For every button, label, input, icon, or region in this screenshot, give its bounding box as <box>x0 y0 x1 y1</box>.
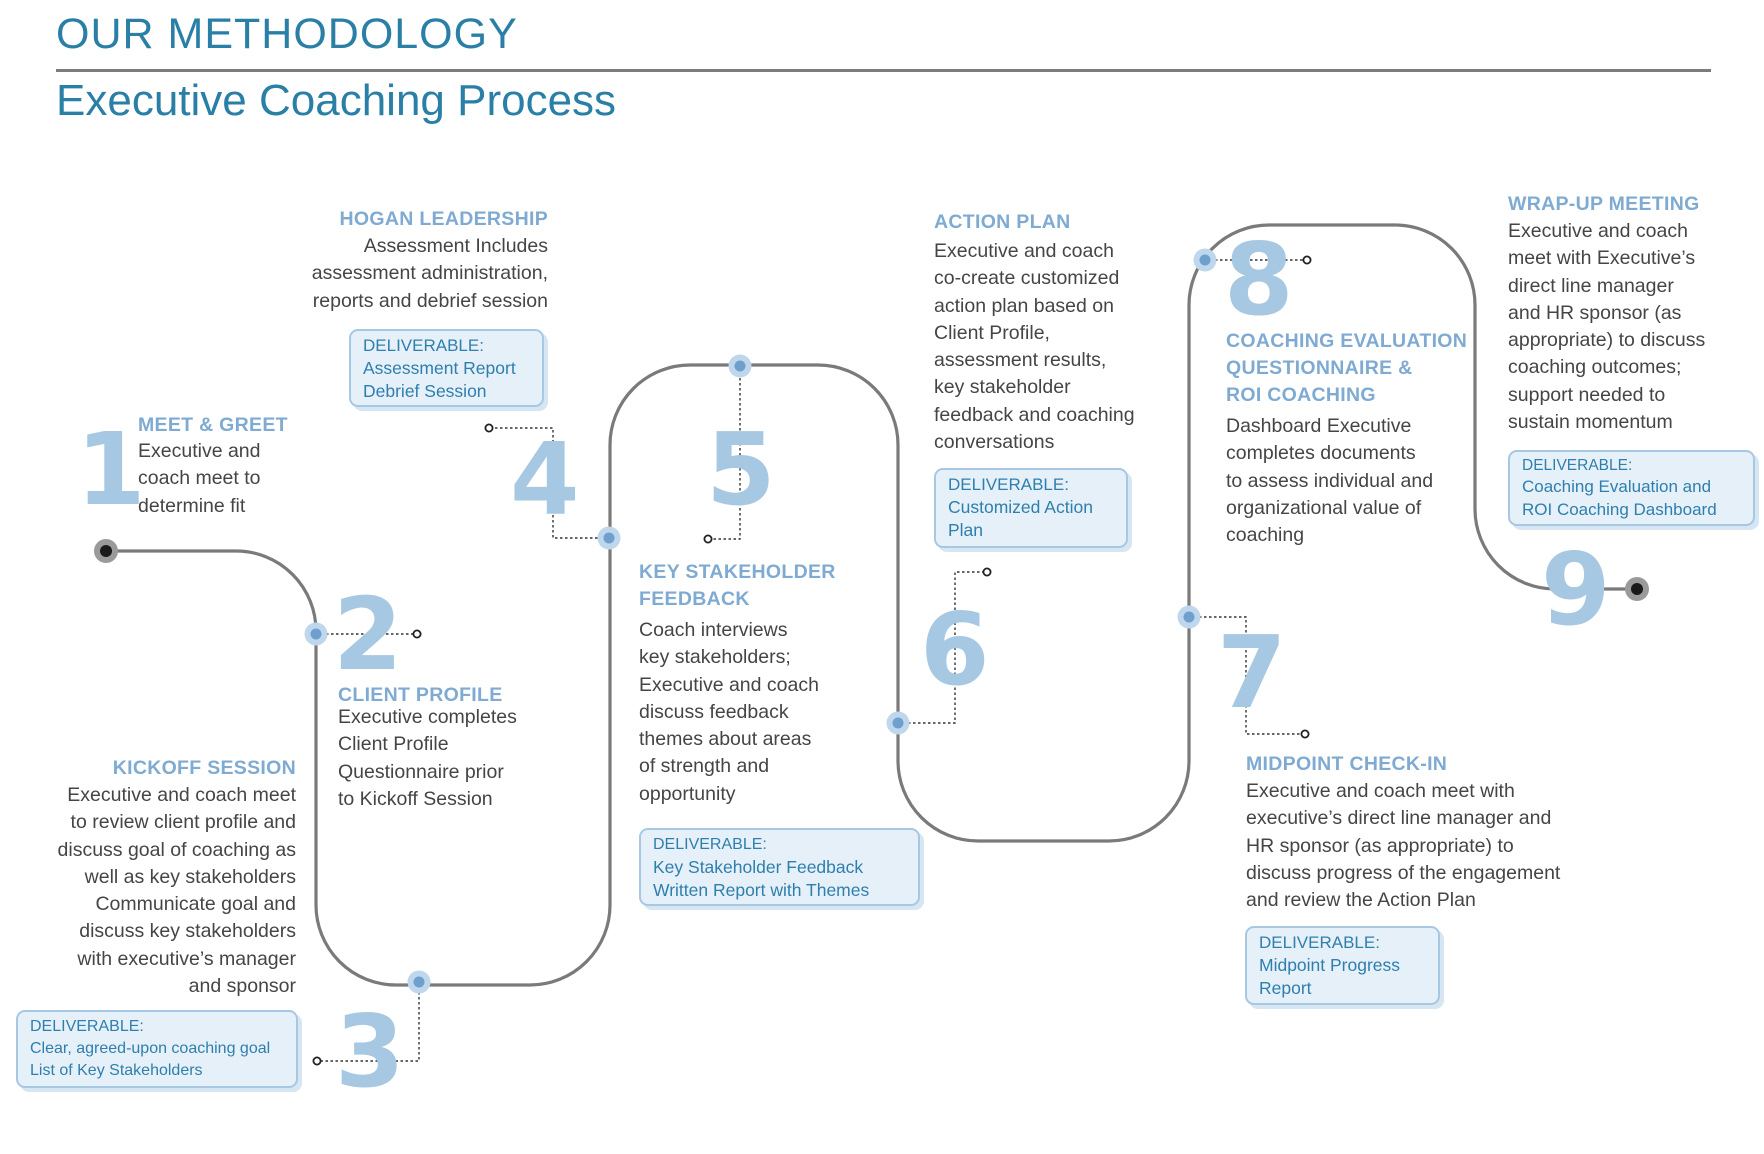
step-8-number: 8 <box>1224 221 1294 338</box>
step-6-deliverable-label: DELIVERABLE: <box>948 475 1069 494</box>
step-3-description: Executive and coach meet to review clien… <box>57 784 296 998</box>
connector-end-8 <box>1302 255 1312 265</box>
step-4-description: Assessment Includes assessment administr… <box>311 235 548 312</box>
step-9-number: 9 <box>1541 531 1611 648</box>
step-4-deliverable: DELIVERABLE: Assessment Report Debrief S… <box>349 329 544 407</box>
node-8 <box>1193 248 1217 272</box>
step-5-title: KEY STAKEHOLDER FEEDBACK <box>639 561 836 610</box>
connector-end-6 <box>982 567 992 577</box>
step-3-deliverable-label: DELIVERABLE: <box>30 1018 144 1035</box>
step-4-title: HOGAN LEADERSHIP <box>339 208 548 230</box>
step-9-deliverable-text: Coaching Evaluation and ROI Coaching Das… <box>1522 477 1717 519</box>
connector-lines <box>316 259 1306 1062</box>
node-3 <box>407 970 431 994</box>
connector-5 <box>709 368 741 540</box>
step-1-title: MEET & GREET <box>138 414 288 436</box>
step-7-description: Executive and coach meet with executive’… <box>1246 780 1561 912</box>
step-9-description: Executive and coach meet with Executive’… <box>1508 220 1706 434</box>
start-node <box>94 539 118 563</box>
connector-7 <box>1189 616 1304 735</box>
step-2-title: CLIENT PROFILE <box>338 684 503 706</box>
step-6-title: ACTION PLAN <box>934 211 1071 233</box>
step-4-deliverable-label: DELIVERABLE: <box>363 336 484 355</box>
connector-endpoints <box>312 255 1312 1066</box>
step-8-description: Dashboard Executive completes documents … <box>1226 415 1434 547</box>
step-7-deliverable-text: Midpoint Progress Report <box>1259 955 1401 998</box>
node-2 <box>304 622 328 646</box>
step-5-description: Coach interviews key stakeholders; Execu… <box>639 619 819 805</box>
step-4-deliverable-text: Assessment Report Debrief Session <box>363 358 516 401</box>
connector-4 <box>490 427 608 539</box>
step-9-title: WRAP-UP MEETING <box>1508 193 1700 215</box>
step-4-number: 4 <box>510 421 580 538</box>
step-7-deliverable-label: DELIVERABLE: <box>1259 933 1380 952</box>
connector-end-2 <box>412 629 422 639</box>
connector-end-7 <box>1300 729 1310 739</box>
connector-end-3 <box>312 1056 322 1066</box>
step-5-number: 5 <box>706 411 776 528</box>
step-2-description: Executive completes Client Profile Quest… <box>338 706 517 810</box>
title-divider <box>56 69 1711 72</box>
path-nodes <box>94 248 1649 994</box>
step-6-deliverable-text: Customized Action Plan <box>948 497 1093 540</box>
connector-6 <box>898 571 986 724</box>
step-6-deliverable: DELIVERABLE: Customized Action Plan <box>934 468 1128 548</box>
step-3-title: KICKOFF SESSION <box>112 757 296 779</box>
page-subtitle: Executive Coaching Process <box>56 76 617 125</box>
step-1-description: Executive and coach meet to determine fi… <box>138 440 261 517</box>
step-7-title: MIDPOINT CHECK-IN <box>1246 753 1448 775</box>
step-7-number: 7 <box>1217 614 1287 731</box>
step-3-number: 3 <box>335 993 405 1110</box>
step-2-number: 2 <box>333 576 403 693</box>
step-5-deliverable-text: Key Stakeholder Feedback Written Report … <box>653 857 870 900</box>
step-9-deliverable-label: DELIVERABLE: <box>1522 457 1633 474</box>
connector-end-4 <box>484 423 494 433</box>
page-title: OUR METHODOLOGY <box>56 10 518 58</box>
step-5-deliverable-label: DELIVERABLE: <box>653 836 767 853</box>
step-3-deliverable-text: Clear, agreed-upon coaching goal List of… <box>30 1040 271 1079</box>
connector-end-5 <box>703 534 713 544</box>
connector-3 <box>318 982 420 1062</box>
node-5 <box>728 354 752 378</box>
node-6 <box>886 711 910 735</box>
step-7-deliverable: DELIVERABLE: Midpoint Progress Report <box>1245 926 1440 1005</box>
node-7 <box>1177 605 1201 629</box>
end-node <box>1625 577 1649 601</box>
step-6-description: Executive and coach co-create customized… <box>934 240 1135 454</box>
step-6-number: 6 <box>920 591 990 708</box>
process-path-line <box>106 223 1637 987</box>
step-8-title: COACHING EVALUATION QUESTIONNAIRE & ROI … <box>1226 330 1468 406</box>
step-1-number: 1 <box>76 411 146 528</box>
node-4 <box>597 526 621 550</box>
step-3-deliverable: DELIVERABLE: Clear, agreed-upon coaching… <box>16 1010 298 1088</box>
step-9-deliverable: DELIVERABLE: Coaching Evaluation and ROI… <box>1508 450 1755 526</box>
step-5-deliverable: DELIVERABLE: Key Stakeholder Feedback Wr… <box>639 828 920 906</box>
